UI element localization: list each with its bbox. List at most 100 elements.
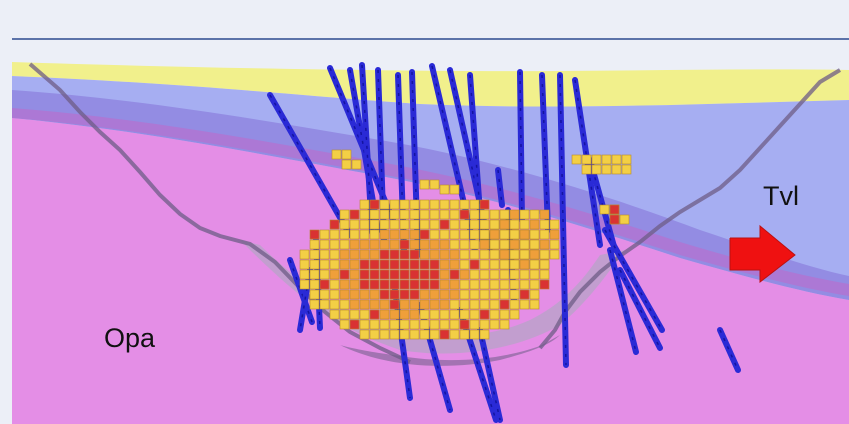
arrow-outline: [729, 224, 796, 284]
ore-block: [519, 219, 530, 230]
ore-block: [489, 309, 500, 320]
ore-block: [409, 249, 420, 260]
ore-block: [389, 249, 400, 260]
ore-block: [499, 209, 510, 220]
ore-block: [519, 269, 530, 280]
ore-block: [339, 269, 350, 280]
ore-block: [429, 269, 440, 280]
ore-block: [509, 269, 520, 280]
ore-block: [539, 209, 550, 220]
ore-block: [351, 159, 362, 170]
drillhole-sample-ticks: [497, 169, 503, 206]
ore-block: [319, 289, 330, 300]
ore-block: [299, 269, 310, 280]
ore-block: [299, 259, 310, 270]
drillhole-sample-ticks: [361, 64, 373, 233]
ore-block: [329, 309, 340, 320]
ore-block: [459, 299, 470, 310]
ore-block: [439, 229, 450, 240]
ore-block: [309, 299, 320, 310]
ore-block: [359, 319, 370, 330]
drillhole-sample-ticks: [719, 329, 739, 371]
ore-block: [539, 219, 550, 230]
ore-block: [439, 279, 450, 290]
ore-block: [399, 239, 410, 250]
ore-block: [499, 279, 510, 290]
ore-block: [319, 279, 330, 290]
ore-block: [529, 269, 540, 280]
ore-block: [409, 229, 420, 240]
ore-block: [459, 319, 470, 330]
ore-block: [519, 239, 530, 250]
ore-block: [331, 149, 342, 160]
drillhole: [267, 92, 353, 238]
ore-block: [419, 299, 430, 310]
ore-block: [309, 239, 320, 250]
ore-block: [369, 309, 380, 320]
drillhole-sample-ticks: [519, 71, 523, 221]
ore-block: [519, 249, 530, 260]
ore-block: [581, 154, 592, 165]
ore-block: [309, 269, 320, 280]
ore-block: [459, 229, 470, 240]
ore-block: [499, 319, 510, 330]
ore-block: [399, 219, 410, 230]
ore-block: [329, 299, 340, 310]
ore-block: [389, 289, 400, 300]
ore-block: [469, 239, 480, 250]
ore-block: [519, 289, 530, 300]
ore-block: [399, 229, 410, 240]
ore-block: [329, 239, 340, 250]
ore-block: [389, 309, 400, 320]
ore-block: [509, 229, 520, 240]
ore-block: [479, 279, 490, 290]
pit-floor-shadow: [340, 335, 560, 366]
ore-block: [539, 269, 550, 280]
ore-block: [449, 289, 460, 300]
ore-block: [419, 259, 430, 270]
ore-block: [449, 269, 460, 280]
ore-block: [459, 219, 470, 230]
ore-block: [379, 239, 390, 250]
pit-shell-surface: [240, 240, 625, 354]
ore-block: [379, 299, 390, 310]
drillhole-sample-ticks: [329, 67, 396, 226]
ore-block: [459, 309, 470, 320]
ore-block: [359, 279, 370, 290]
ore-block: [449, 239, 460, 250]
ore-block: [419, 239, 430, 250]
ore-block: [429, 289, 440, 300]
ore-block: [469, 259, 480, 270]
ore-block: [499, 299, 510, 310]
ore-block: [449, 219, 460, 230]
ore-block: [459, 259, 470, 270]
ore-block: [469, 279, 480, 290]
ore-block: [409, 239, 420, 250]
ore-block: [399, 329, 410, 340]
ore-block: [419, 199, 430, 210]
ore-block: [359, 199, 370, 210]
ore-block: [399, 249, 410, 260]
ore-block: [449, 209, 460, 220]
ore-block: [429, 249, 440, 260]
ore-block: [369, 319, 380, 330]
ore-block: [509, 209, 520, 220]
drillhole-sample-ticks: [289, 259, 313, 323]
ore-block: [611, 164, 622, 175]
ore-block: [449, 279, 460, 290]
ore-block: [399, 309, 410, 320]
ore-block: [519, 229, 530, 240]
ore-block: [419, 179, 430, 190]
ore-block: [449, 259, 460, 270]
ore-block: [509, 289, 520, 300]
ore-block: [439, 249, 450, 260]
ore-block: [359, 249, 370, 260]
ore-block: [429, 179, 440, 190]
ore-block: [349, 319, 360, 330]
ore-block: [519, 259, 530, 270]
ore-block: [439, 199, 450, 210]
ore-block: [449, 299, 460, 310]
ore-block: [349, 289, 360, 300]
ore-block: [529, 209, 540, 220]
